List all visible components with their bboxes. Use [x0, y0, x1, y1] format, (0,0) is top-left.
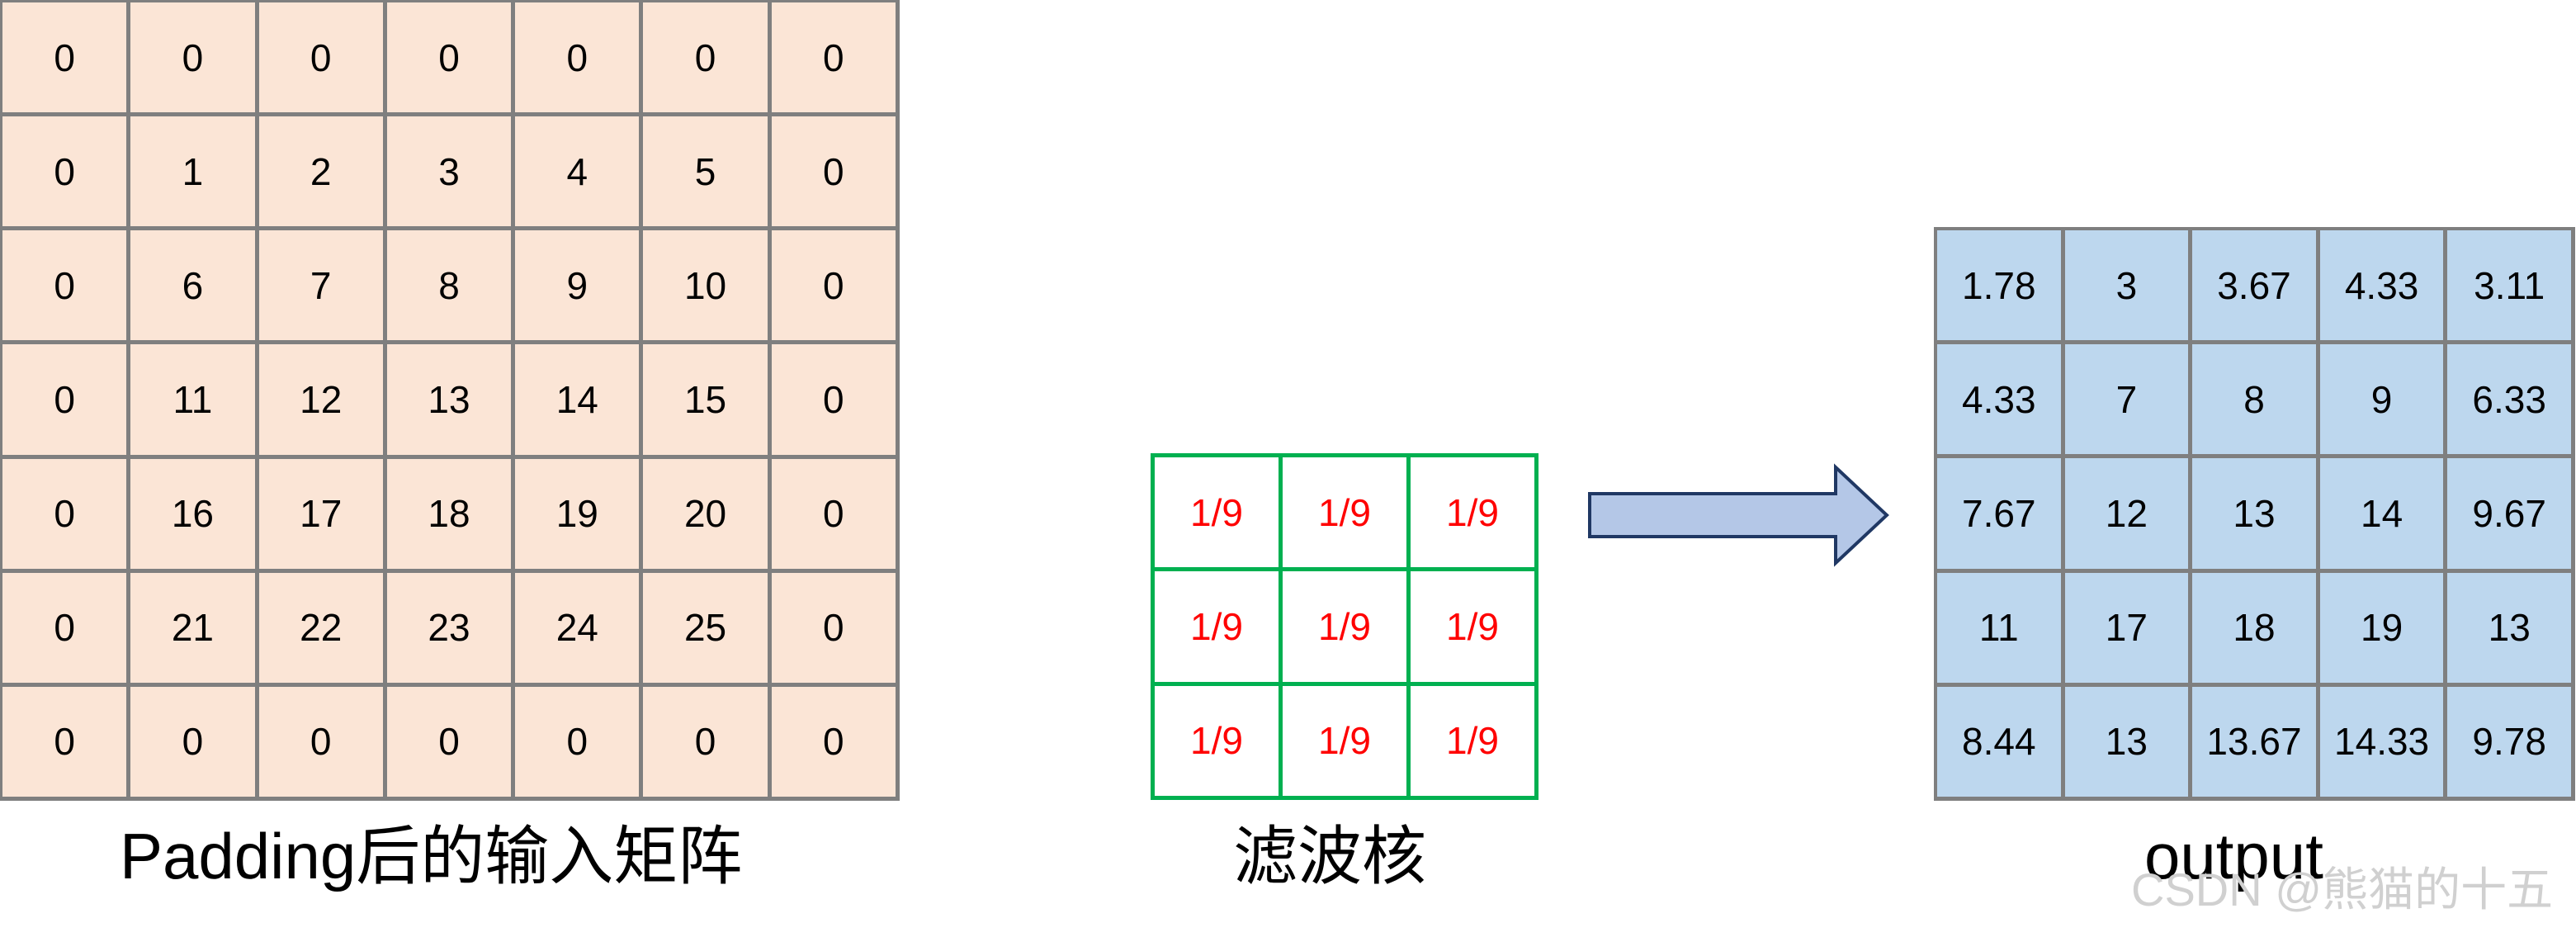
- input-cell: 0: [771, 458, 900, 573]
- kernel-cell: 1/9: [1283, 457, 1411, 572]
- input-cell: 2: [258, 116, 387, 231]
- output-cell: 11: [1937, 572, 2065, 687]
- kernel-cell: 1/9: [1411, 457, 1539, 572]
- kernel-cell: 1/9: [1411, 571, 1539, 686]
- input-cell: 10: [643, 230, 772, 345]
- input-cell: 0: [2, 344, 131, 459]
- output-cell: 4.33: [1937, 344, 2065, 459]
- input-cell: 11: [130, 344, 259, 459]
- input-cell: 0: [2, 572, 131, 687]
- output-cell: 7: [2064, 344, 2193, 459]
- input-cell: 6: [130, 230, 259, 345]
- kernel-cell: 1/9: [1283, 571, 1411, 686]
- input-cell: 0: [386, 686, 516, 801]
- output-cell: 6.33: [2447, 344, 2575, 459]
- input-cell: 23: [386, 572, 516, 687]
- input-cell: 3: [386, 116, 516, 231]
- input-cell: 0: [2, 686, 131, 801]
- output-cell: 13: [2192, 458, 2320, 573]
- output-cell: 13: [2447, 572, 2575, 687]
- input-cell: 19: [515, 458, 644, 573]
- output-cell: 4.33: [2319, 230, 2448, 345]
- input-cell: 17: [258, 458, 387, 573]
- output-cell: 3: [2064, 230, 2193, 345]
- input-cell: 12: [258, 344, 387, 459]
- output-cell: 8.44: [1937, 686, 2065, 801]
- output-cell: 7.67: [1937, 458, 2065, 573]
- output-cell: 18: [2192, 572, 2320, 687]
- output-cell: 3.11: [2447, 230, 2575, 345]
- output-cell: 13.67: [2192, 686, 2320, 801]
- output-cell: 3.67: [2192, 230, 2320, 345]
- input-cell: 25: [643, 572, 772, 687]
- output-cell: 9: [2319, 344, 2448, 459]
- input-cell: 5: [643, 116, 772, 231]
- kernel-cell: 1/9: [1411, 685, 1539, 800]
- input-cell: 0: [643, 686, 772, 801]
- input-cell: 0: [258, 2, 387, 117]
- input-cell: 0: [2, 230, 131, 345]
- output-cell: 9.78: [2447, 686, 2575, 801]
- output-cell: 14.33: [2319, 686, 2448, 801]
- input-cell: 13: [386, 344, 516, 459]
- input-cell: 0: [771, 686, 900, 801]
- input-cell: 0: [386, 2, 516, 117]
- right-arrow-icon: [1588, 463, 1889, 567]
- input-cell: 22: [258, 572, 387, 687]
- kernel-cell: 1/9: [1155, 571, 1283, 686]
- input-cell: 0: [2, 116, 131, 231]
- input-cell: 18: [386, 458, 516, 573]
- kernel-cell: 1/9: [1155, 457, 1283, 572]
- output-cell: 1.78: [1937, 230, 2065, 345]
- output-cell: 12: [2064, 458, 2193, 573]
- input-cell: 0: [258, 686, 387, 801]
- input-cell: 0: [771, 230, 900, 345]
- input-cell: 0: [130, 686, 259, 801]
- input-cell: 0: [130, 2, 259, 117]
- kernel-cell: 1/9: [1155, 685, 1283, 800]
- output-cell: 14: [2319, 458, 2448, 573]
- input-cell: 0: [515, 686, 644, 801]
- kernel-cell: 1/9: [1283, 685, 1411, 800]
- output-cell: 8: [2192, 344, 2320, 459]
- input-cell: 0: [771, 2, 900, 117]
- input-matrix-caption: Padding后的输入矩阵: [120, 820, 743, 892]
- watermark: CSDN @熊猫的十五: [2131, 864, 2554, 916]
- input-cell: 0: [771, 344, 900, 459]
- output-cell: 9.67: [2447, 458, 2575, 573]
- input-cell: 14: [515, 344, 644, 459]
- input-cell: 16: [130, 458, 259, 573]
- input-cell: 4: [515, 116, 644, 231]
- input-cell: 0: [2, 458, 131, 573]
- input-cell: 21: [130, 572, 259, 687]
- output-caption: output: [2144, 820, 2323, 892]
- output-cell: 19: [2319, 572, 2448, 687]
- input-cell: 8: [386, 230, 516, 345]
- input-cell: 0: [771, 572, 900, 687]
- input-cell: 9: [515, 230, 644, 345]
- input-cell: 0: [643, 2, 772, 117]
- input-cell: 7: [258, 230, 387, 345]
- input-cell: 0: [771, 116, 900, 231]
- output-cell: 13: [2064, 686, 2193, 801]
- input-cell: 15: [643, 344, 772, 459]
- output-cell: 17: [2064, 572, 2193, 687]
- input-cell: 0: [515, 2, 644, 117]
- input-cell: 1: [130, 116, 259, 231]
- input-cell: 20: [643, 458, 772, 573]
- input-cell: 24: [515, 572, 644, 687]
- input-cell: 0: [2, 2, 131, 117]
- kernel-caption: 滤波核: [1233, 820, 1427, 892]
